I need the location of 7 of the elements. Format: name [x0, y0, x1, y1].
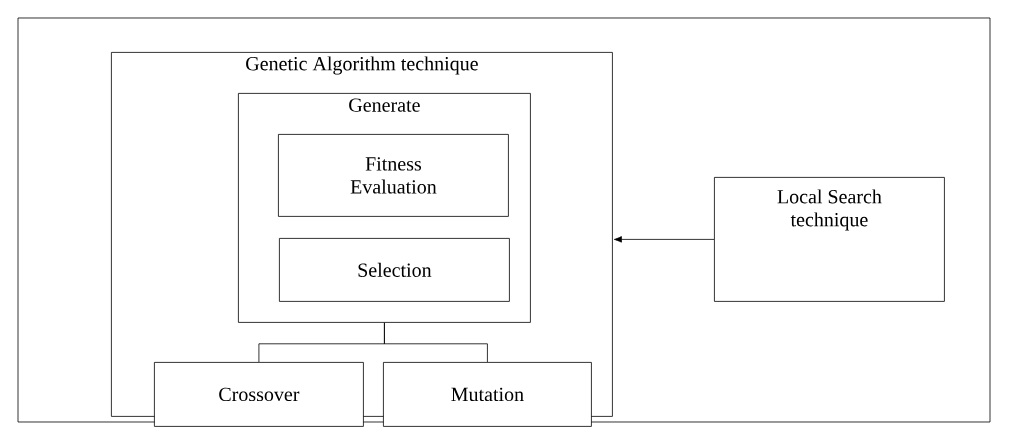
process-box: Selection: [279, 238, 510, 302]
connector: [384, 322, 488, 363]
connector: [614, 236, 715, 243]
process-box: Local Search technique: [714, 177, 945, 302]
process-box: Fitness Evaluation: [278, 134, 509, 217]
process-box: Crossover: [154, 362, 364, 427]
process-box: Mutation: [383, 362, 592, 427]
